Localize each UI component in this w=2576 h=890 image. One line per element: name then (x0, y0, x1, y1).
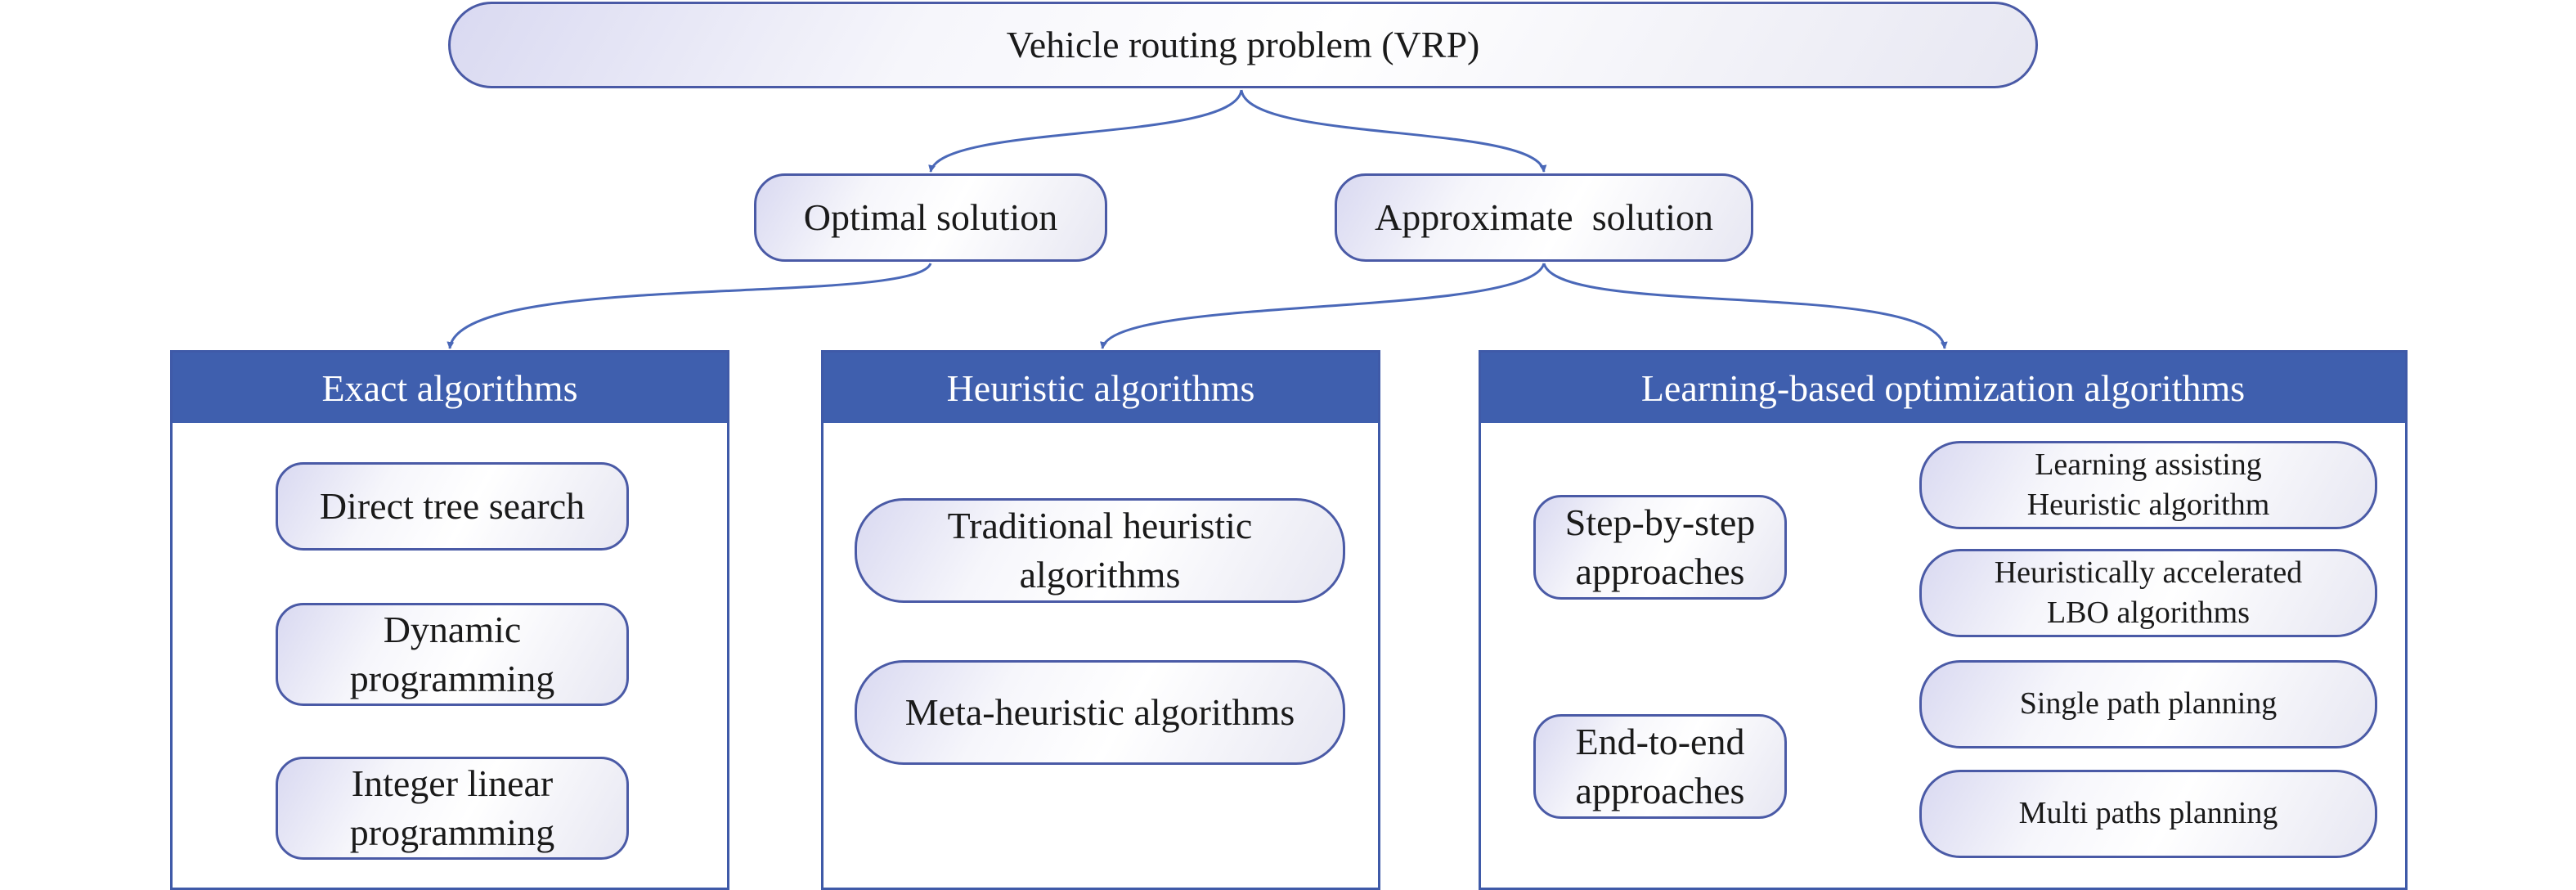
direct-tree-search-label: Direct tree search (319, 485, 586, 528)
heuristic-algorithms-panel: Heuristic algorithms Traditional heurist… (821, 350, 1380, 890)
connector-root-approximate (1240, 89, 1547, 173)
optimal-solution-label: Optimal solution (803, 196, 1058, 239)
dynamic-programming-node: Dynamic programming (276, 603, 629, 706)
integer-linear-programming-label-line2: programming (349, 811, 555, 853)
exact-algorithms-header: Exact algorithms (173, 353, 727, 423)
learning-based-header: Learning-based optimization algorithms (1481, 353, 2405, 423)
learning-based-title: Learning-based optimization algorithms (1640, 366, 2246, 409)
connector-optimal-exact (447, 263, 932, 349)
connector-approximate-heuristic (1100, 263, 1546, 349)
meta-heuristic-label: Meta-heuristic algorithms (904, 691, 1295, 734)
heuristic-algorithms-header: Heuristic algorithms (824, 353, 1378, 423)
heuristically-accelerated-label-line2: LBO algorithms (2046, 596, 2251, 630)
connector-root-optimal (928, 89, 1243, 173)
optimal-solution-node: Optimal solution (754, 173, 1107, 262)
approximate-solution-label: Approximate solution (1375, 196, 1713, 239)
learning-assisting-label-line1: Learning assisting (2035, 447, 2262, 482)
root-node: Vehicle routing problem (VRP) (448, 2, 2038, 88)
learning-assisting-label-line2: Heuristic algorithm (2026, 488, 2270, 522)
step-by-step-label-line1: Step-by-step (1564, 501, 1756, 544)
exact-algorithms-panel: Exact algorithms Direct tree search Dyna… (170, 350, 729, 890)
end-to-end-label-line1: End-to-end (1575, 721, 1745, 763)
traditional-heuristic-label-line1: Traditional heuristic (947, 505, 1253, 547)
multi-paths-planning-node: Multi paths planning (1919, 770, 2377, 858)
heuristically-accelerated-label-line1: Heuristically accelerated (1994, 555, 2303, 590)
traditional-heuristic-node: Traditional heuristic algorithms (855, 498, 1345, 603)
end-to-end-label-line2: approaches (1575, 770, 1745, 811)
heuristic-algorithms-title: Heuristic algorithms (946, 366, 1255, 409)
traditional-heuristic-label-line2: algorithms (1019, 554, 1181, 596)
connector-approximate-learning (1542, 263, 1948, 349)
exact-algorithms-title: Exact algorithms (321, 366, 578, 409)
dynamic-programming-label-line1: Dynamic (383, 609, 522, 651)
meta-heuristic-node: Meta-heuristic algorithms (855, 660, 1345, 765)
integer-linear-programming-node: Integer linear programming (276, 757, 629, 860)
single-path-planning-label: Single path planning (2019, 686, 2278, 721)
root-label: Vehicle routing problem (VRP) (1006, 24, 1480, 66)
end-to-end-node: End-to-end approaches (1533, 714, 1787, 819)
direct-tree-search-node: Direct tree search (276, 462, 629, 551)
single-path-planning-node: Single path planning (1919, 660, 2377, 748)
dynamic-programming-label-line2: programming (349, 658, 555, 699)
learning-based-panel: Learning-based optimization algorithms S… (1479, 350, 2408, 890)
integer-linear-programming-label-line1: Integer linear (351, 762, 554, 805)
step-by-step-node: Step-by-step approaches (1533, 495, 1787, 600)
learning-assisting-node: Learning assisting Heuristic algorithm (1919, 441, 2377, 529)
heuristically-accelerated-node: Heuristically accelerated LBO algorithms (1919, 549, 2377, 637)
multi-paths-planning-label: Multi paths planning (2018, 796, 2278, 831)
approximate-solution-node: Approximate solution (1335, 173, 1753, 262)
step-by-step-label-line2: approaches (1575, 551, 1745, 592)
